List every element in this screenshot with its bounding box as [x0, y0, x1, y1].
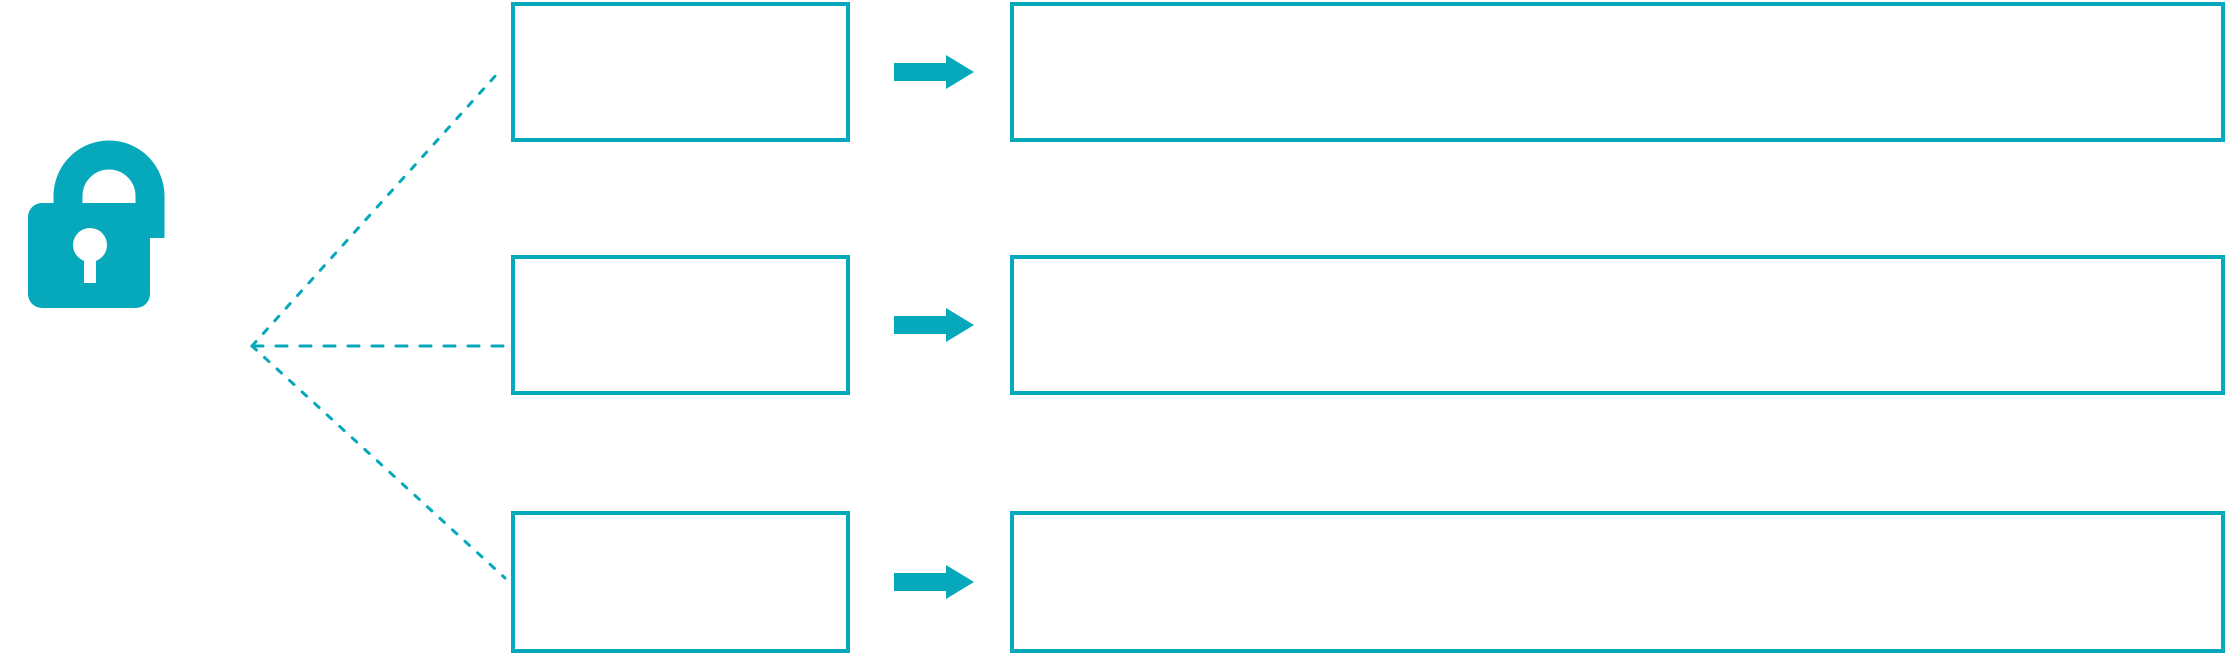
left-box-row-2-label: [515, 259, 846, 279]
right-box-row-1[interactable]: [1010, 2, 2225, 142]
left-box-row-3[interactable]: [511, 511, 850, 653]
right-box-row-2[interactable]: [1010, 255, 2225, 395]
connector-to-row-1: [250, 72, 499, 348]
lock-icon: [28, 140, 165, 308]
left-box-row-1-label: [515, 6, 846, 26]
arrow-right-icon-row-1: [894, 55, 974, 89]
right-box-row-3-label: [1014, 515, 2221, 535]
right-box-row-3[interactable]: [1010, 511, 2225, 653]
left-box-row-2[interactable]: [511, 255, 850, 395]
right-box-row-2-label: [1014, 259, 2221, 279]
left-box-row-1[interactable]: [511, 2, 850, 142]
arrow-right-icon-row-3: [894, 565, 974, 599]
arrow-right-icon-row-2: [894, 308, 974, 342]
connector-lines: [250, 72, 510, 580]
left-box-row-3-label: [515, 515, 846, 535]
right-box-row-1-label: [1014, 6, 2221, 26]
connector-to-row-3: [250, 344, 507, 580]
